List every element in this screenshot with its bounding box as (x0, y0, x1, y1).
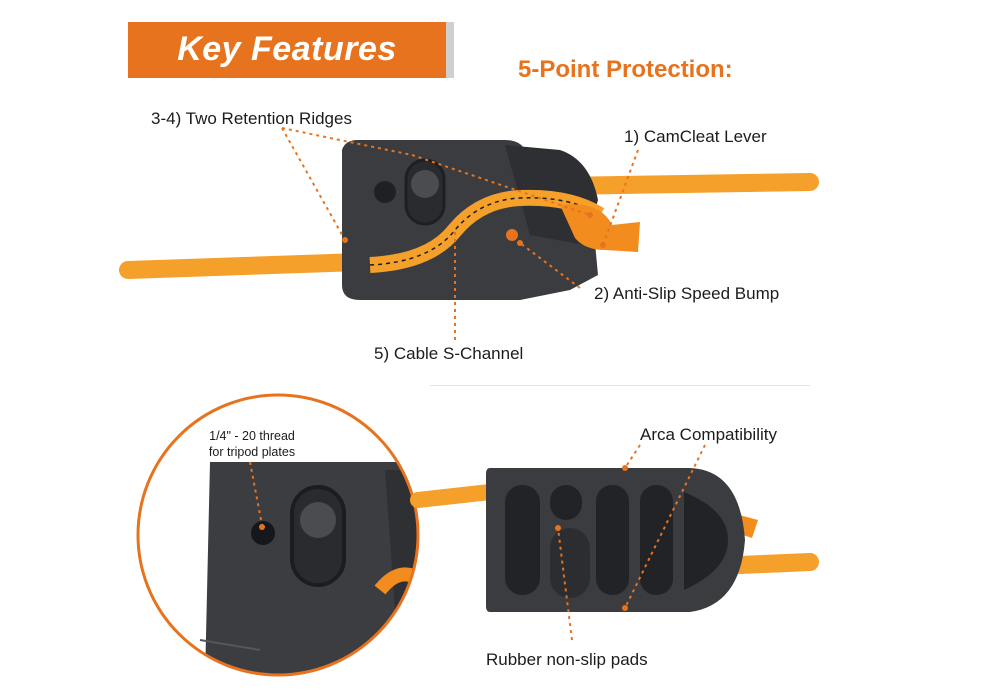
callout-speed-bump: 2) Anti-Slip Speed Bump (594, 284, 780, 303)
callout-arca-compatibility: Arca Compatibility (640, 425, 777, 444)
callout-rubber-pads: Rubber non-slip pads (486, 650, 648, 669)
cam-cleat-device-illustration (119, 127, 819, 340)
thread-note: 1/4" - 20 thread for tripod plates (192, 428, 312, 460)
callout-retention-ridges: 3-4) Two Retention Ridges (151, 109, 352, 128)
key-features-banner: Key Features (128, 22, 446, 78)
page-title: Key Features (177, 30, 397, 68)
thread-note-line2: for tripod plates (208, 445, 296, 459)
thread-note-line1: 1/4" - 20 thread (209, 429, 295, 443)
callout-camcleat-lever: 1) CamCleat Lever (624, 127, 767, 146)
zoom-circle-illustration (136, 393, 420, 677)
section-divider (430, 385, 810, 386)
base-plate-illustration (410, 444, 819, 641)
callout-s-channel: 5) Cable S-Channel (374, 344, 524, 363)
section-subtitle: 5-Point Protection: (518, 56, 733, 83)
